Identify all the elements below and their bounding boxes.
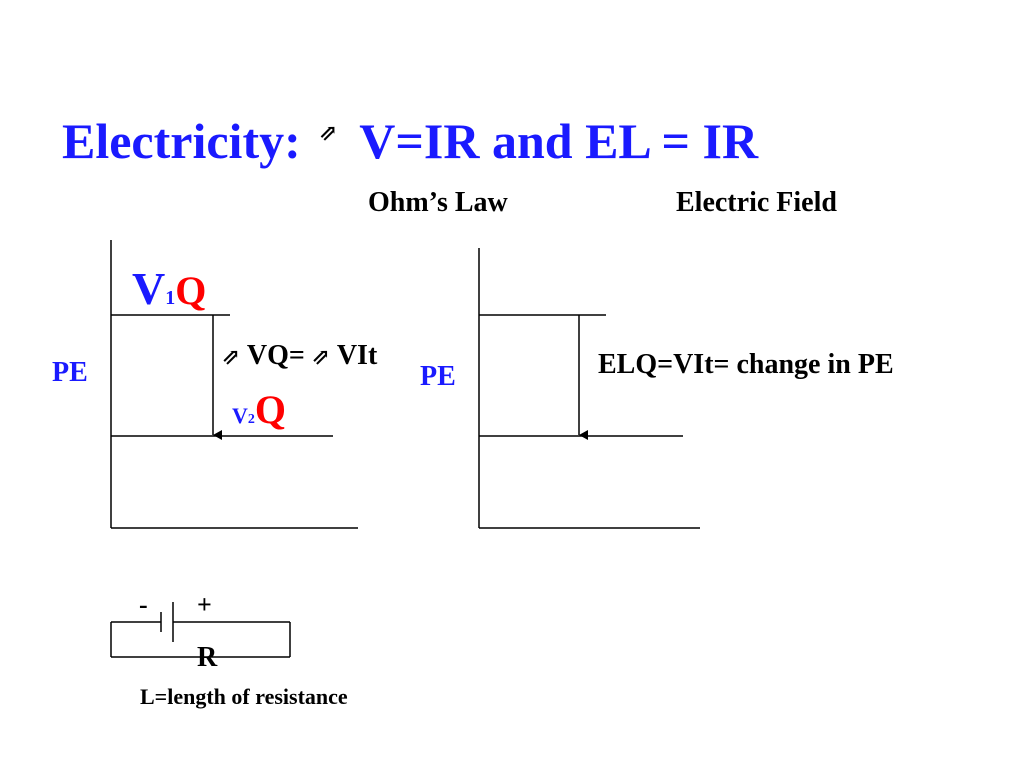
resistance-caption: L=length of resistance xyxy=(140,684,348,709)
q2-symbol: Q xyxy=(254,387,287,432)
left-equation: ⇗ VQ= ⇗ VIt xyxy=(222,340,377,372)
change-arrow-icon: ⇗ xyxy=(222,344,241,369)
v1q-label: V1Q xyxy=(132,262,206,315)
v1-subscript: 1 xyxy=(165,287,176,309)
title-formula: V=IR and EL = IR xyxy=(359,113,759,169)
title-lead: Electricity: xyxy=(62,113,301,169)
ohms-law-caption: Ohm’s Law xyxy=(368,187,508,218)
q1-symbol: Q xyxy=(175,268,207,313)
change-arrow-icon: ⇗ xyxy=(319,120,338,145)
slide-title: Electricity: ⇗ V=IR and EL = IR xyxy=(62,112,758,170)
v2q-label: V2Q xyxy=(232,386,286,433)
v1-symbol: V xyxy=(132,263,166,314)
v2-subscript: 2 xyxy=(247,412,255,427)
battery-plus-label: + xyxy=(197,590,212,619)
left-pe-label: PE xyxy=(52,357,88,388)
equation-part-1: VQ= xyxy=(240,340,312,371)
right-pe-label: PE xyxy=(420,361,456,392)
equation-part-2: VIt xyxy=(330,340,378,371)
resistor-label: R xyxy=(197,642,218,673)
change-arrow-icon: ⇗ xyxy=(311,344,331,369)
battery-minus-label: - xyxy=(139,590,148,619)
electric-field-caption: Electric Field xyxy=(676,187,837,218)
v2-symbol: V xyxy=(232,403,248,428)
right-equation: ELQ=VIt= change in PE xyxy=(598,349,894,380)
